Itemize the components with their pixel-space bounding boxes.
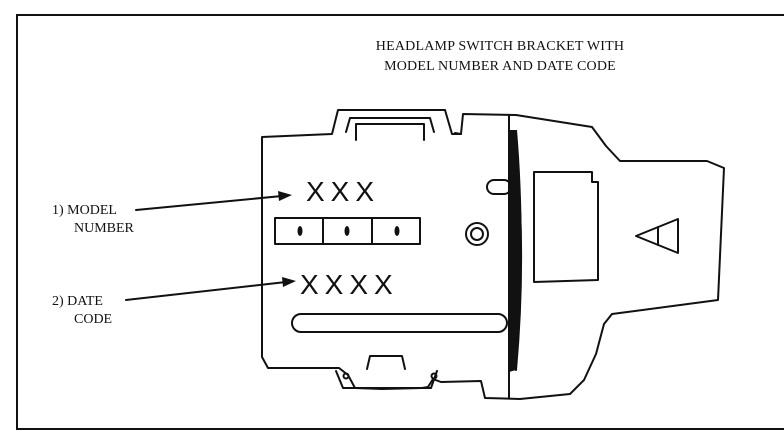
boss-outer (465, 222, 489, 246)
date-code-callout-index: 2) (52, 294, 64, 309)
long-slot (291, 313, 508, 333)
top-slot (355, 123, 425, 141)
date-code-arrowhead (282, 277, 296, 287)
figure-title-line-1: HEADLAMP SWITCH BRACKET WITH (375, 39, 625, 54)
switch-window (274, 217, 421, 245)
figure-title-line-2: MODEL NUMBER AND DATE CODE (384, 59, 616, 74)
right-window (533, 171, 599, 283)
heavy-rail (509, 130, 522, 372)
switch-detent-2 (344, 226, 350, 236)
model-number-callout-index: 1) (52, 203, 64, 218)
figure-frame (16, 14, 784, 430)
model-number-mark: XXX (306, 176, 380, 207)
bracket-outline (261, 109, 725, 400)
date-code-callout-label-2: CODE (74, 312, 113, 327)
switch-detent-1 (297, 226, 303, 236)
date-code-leader (125, 281, 287, 301)
model-number-leader (135, 195, 283, 211)
model-number-callout-label-2: NUMBER (74, 221, 134, 236)
date-code-callout-label-1: DATE (67, 294, 103, 309)
bottom-rivet-left (342, 372, 350, 380)
top-corner-fold (454, 132, 462, 135)
model-number-callout: 1) MODEL NUMBER (52, 202, 134, 238)
model-number-callout-label-1: MODEL (67, 203, 117, 218)
bottom-rivet-right (430, 372, 438, 380)
date-code-callout: 2) DATE CODE (52, 293, 112, 329)
boss-inner (470, 227, 484, 241)
figure-title: HEADLAMP SWITCH BRACKET WITH MODEL NUMBE… (330, 37, 670, 77)
oval-slot (486, 179, 512, 195)
top-tab (345, 117, 435, 133)
date-code-mark: XXXX (300, 269, 399, 300)
bottom-slot (366, 355, 406, 370)
switch-detent-3 (394, 226, 400, 236)
model-number-arrowhead (278, 191, 292, 201)
